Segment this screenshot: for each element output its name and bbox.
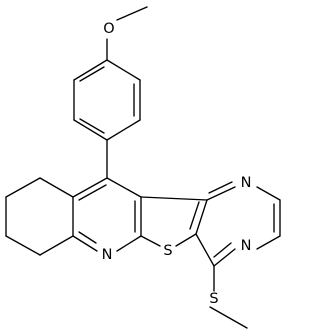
bond-pyrimidine-2 xyxy=(256,186,281,201)
bond-phenyl-1-inner xyxy=(79,66,105,82)
bond-phenyl-3-inner xyxy=(79,118,105,134)
bond-pyridine-3 xyxy=(72,235,98,252)
bond-pyrimidine-5-inner xyxy=(213,242,232,258)
bond-methyl-oxygen xyxy=(116,6,148,21)
bond-phenyl-4 xyxy=(106,119,141,141)
atom-nitrogen-quinoline-label: N xyxy=(102,247,113,263)
bond-phenyl-1 xyxy=(73,59,108,81)
bond-sulfur-methyl xyxy=(209,306,248,329)
bond-pyrimidine-1-inner xyxy=(208,181,233,194)
bond-thiophene-4 xyxy=(140,196,208,201)
bond-lines xyxy=(5,6,281,329)
bond-cyclohexane-1 xyxy=(39,177,74,198)
bond-cyclohexane-5 xyxy=(39,235,74,256)
atom-oxygen-label: O xyxy=(103,21,114,37)
molecule-diagram: O N S N N S xyxy=(5,6,281,329)
bond-pyridine-1 xyxy=(72,177,108,198)
bond-thiophene-1 xyxy=(140,235,161,247)
atom-sulfur-thiophene-label: S xyxy=(163,243,172,259)
bond-thiophene-3 xyxy=(195,199,208,235)
atom-labels: O N S N N S xyxy=(102,21,252,307)
bond-pyrimidine-1 xyxy=(206,186,236,201)
bond-thiophene-3-inner xyxy=(189,201,200,230)
bond-pyrimidine-5 xyxy=(213,248,236,267)
atom-nitrogen-pyrimidine-top-label: N xyxy=(241,175,252,191)
bond-phenyl-6 xyxy=(106,59,141,81)
bond-cyclohexane-2 xyxy=(5,177,41,198)
bond-phenyl-3 xyxy=(73,119,108,141)
bond-pyridine-1-inner xyxy=(78,184,107,201)
atom-nitrogen-pyrimidine-bottom-label: N xyxy=(241,238,252,254)
bond-pyridine-3-inner xyxy=(78,231,97,244)
bond-cyclohexane-4 xyxy=(5,235,41,256)
bond-pyrimidine-4 xyxy=(256,235,281,250)
atom-sulfur-methylthio-label: S xyxy=(209,291,218,307)
bond-pyridine-6 xyxy=(106,177,142,198)
bond-pyrimidine-6 xyxy=(195,233,215,267)
bond-thiophene-2 xyxy=(175,233,197,247)
bond-pyridine-4 xyxy=(116,235,142,252)
